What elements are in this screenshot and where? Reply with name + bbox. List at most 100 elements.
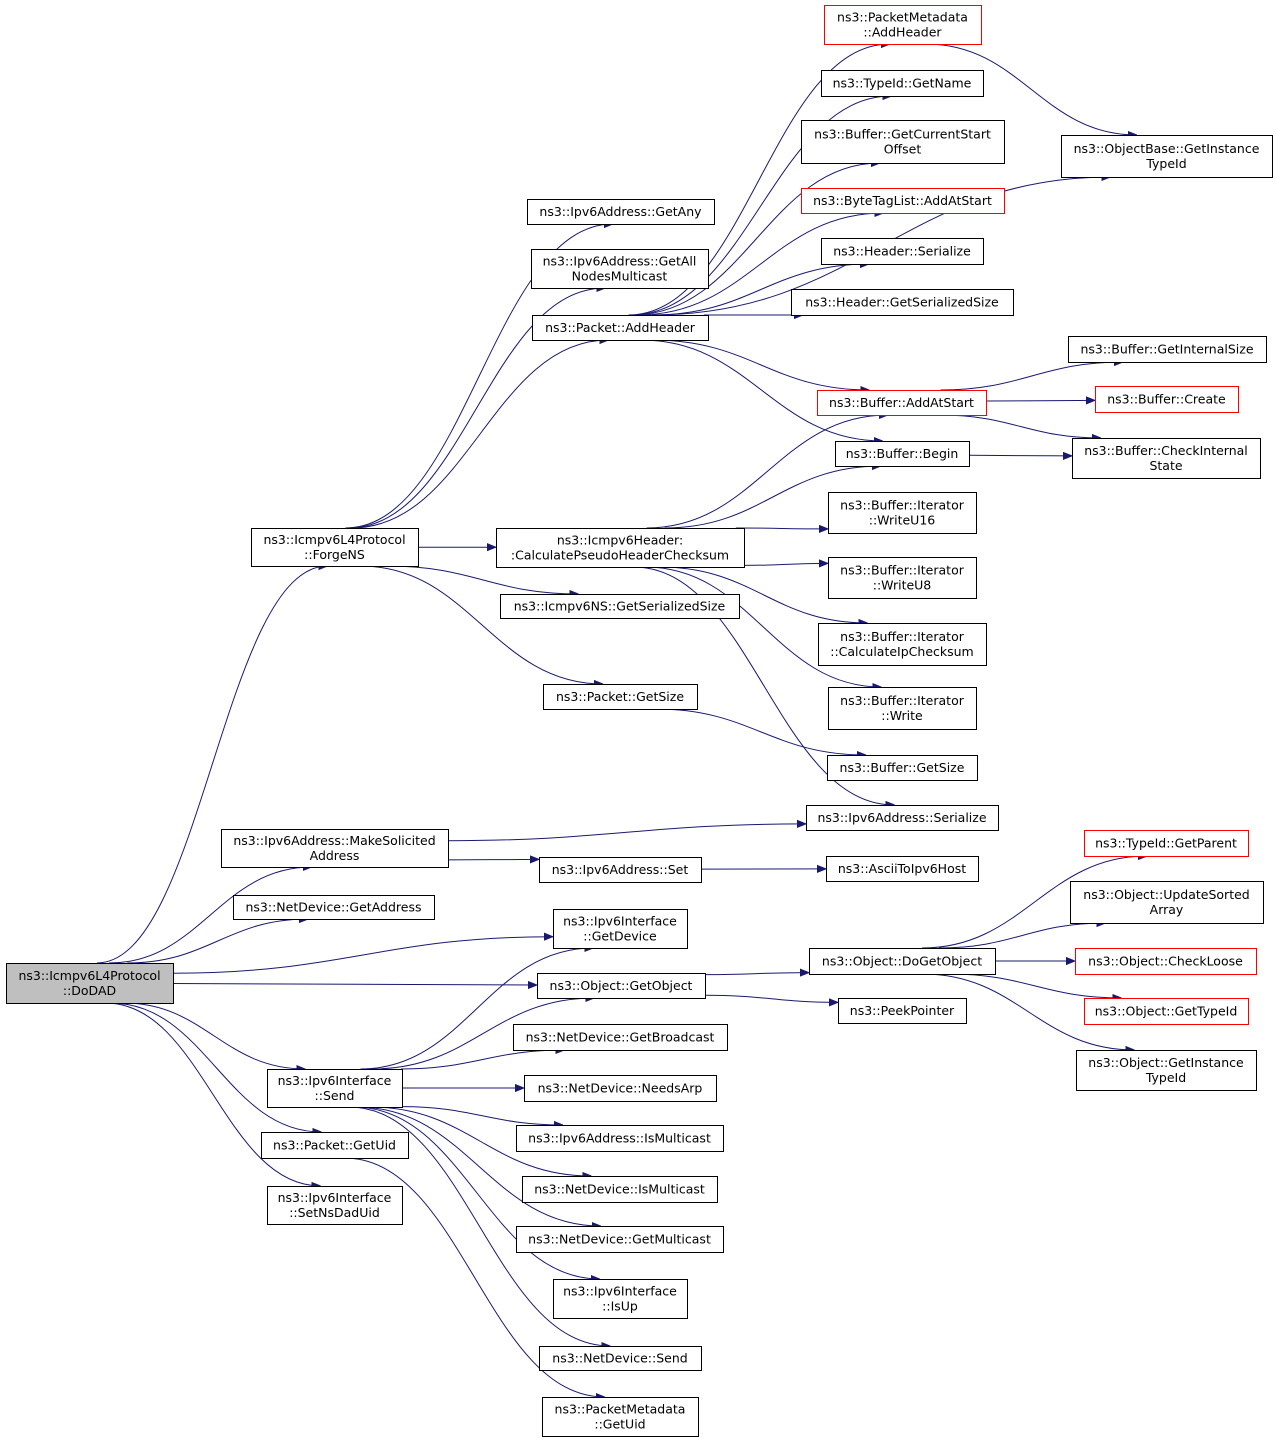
node-ipv6-getany[interactable]: ns3::Ipv6Address::GetAny — [527, 199, 715, 225]
node-label: ns3::Buffer::Iterator — [840, 693, 965, 708]
node-peekpointer[interactable]: ns3::PeekPointer — [838, 998, 967, 1024]
node-label: ns3::NetDevice::GetBroadcast — [526, 1030, 715, 1045]
node-box — [524, 1075, 717, 1102]
node-obj-checkloose[interactable]: ns3::Object::CheckLoose — [1075, 948, 1257, 975]
node-label: ns3::TypeId::GetParent — [1095, 836, 1237, 851]
node-setnsdaduid[interactable]: ns3::Ipv6Interface::SetNsDadUid — [267, 1186, 403, 1225]
node-pm-addheader[interactable]: ns3::PacketMetadata::AddHeader — [824, 5, 982, 45]
node-box — [1095, 386, 1239, 413]
node-ns-getserialized[interactable]: ns3::Icmpv6NS::GetSerializedSize — [500, 594, 740, 619]
node-box — [1070, 881, 1264, 924]
node-label: ns3::Ipv6Interface — [278, 1073, 392, 1088]
node-buf-getinternalsize[interactable]: ns3::Buffer::GetInternalSize — [1068, 336, 1267, 363]
node-typeid-getparent[interactable]: ns3::TypeId::GetParent — [1084, 830, 1249, 857]
edge-packet-addheader-to-buf-getcurrentstart — [632, 163, 880, 316]
edge-calcpseudo-to-buf-addatstart — [646, 415, 888, 529]
node-btl-addatstart[interactable]: ns3::ByteTagList::AddAtStart — [801, 188, 1005, 214]
node-box — [1076, 1050, 1257, 1091]
node-calcpseudo[interactable]: ns3::Icmpv6Header::CalculatePseudoHeader… — [496, 528, 745, 568]
node-box — [821, 238, 984, 265]
node-ipv6if-send[interactable]: ns3::Ipv6Interface::Send — [267, 1069, 403, 1108]
node-box — [500, 594, 740, 619]
node-nd-needsarp[interactable]: ns3::NetDevice::NeedsArp — [524, 1075, 717, 1102]
node-forgens[interactable]: ns3::Icmpv6L4Protocol::ForgeNS — [251, 528, 419, 567]
edge-buf-addatstart-to-buf-getinternalsize — [940, 362, 1123, 391]
edge-ipv6if-send-to-nd-send — [348, 1106, 610, 1346]
node-ipv6if-getdevice[interactable]: ns3::Ipv6Interface::GetDevice — [553, 909, 688, 949]
edge-ipv6if-send-to-nd-getbroadcast — [400, 1050, 564, 1070]
node-packet-getsize[interactable]: ns3::Packet::GetSize — [543, 684, 698, 710]
node-asciitoipv6[interactable]: ns3::AsciiToIpv6Host — [826, 856, 979, 882]
node-label: ns3::Buffer::GetCurrentStart — [814, 127, 991, 142]
node-box — [835, 441, 970, 467]
node-label: ns3::Header::GetSerializedSize — [805, 295, 999, 310]
edge-makesolicited-to-ipv6-set — [447, 859, 539, 860]
node-ipv6-set[interactable]: ns3::Ipv6Address::Set — [539, 857, 702, 883]
node-box — [553, 909, 688, 949]
node-hdr-getserialized[interactable]: ns3::Header::GetSerializedSize — [791, 289, 1014, 316]
node-label: ns3::ByteTagList::AddAtStart — [813, 193, 992, 208]
node-buf-create[interactable]: ns3::Buffer::Create — [1095, 386, 1239, 413]
node-box — [531, 249, 709, 289]
node-it-writeu8[interactable]: ns3::Buffer::Iterator::WriteU8 — [828, 557, 977, 599]
node-nd-getaddress[interactable]: ns3::NetDevice::GetAddress — [233, 895, 435, 920]
node-box — [806, 805, 999, 831]
node-box — [801, 188, 1005, 214]
node-label: ::ForgeNS — [304, 547, 365, 562]
edge-obj-getobject-to-peekpointer — [704, 994, 838, 1002]
node-buf-begin[interactable]: ns3::Buffer::Begin — [835, 441, 970, 467]
node-nd-getbroadcast[interactable]: ns3::NetDevice::GetBroadcast — [513, 1024, 728, 1051]
node-box — [828, 492, 977, 534]
node-box — [251, 528, 419, 567]
node-label: ::GetDevice — [583, 929, 657, 944]
node-typeid-getname[interactable]: ns3::TypeId::GetName — [821, 70, 984, 97]
node-pm-getuid[interactable]: ns3::PacketMetadata::GetUid — [542, 1397, 699, 1437]
node-ipv6-ismulticast[interactable]: ns3::Ipv6Address::IsMulticast — [516, 1125, 724, 1152]
node-nd-send[interactable]: ns3::NetDevice::Send — [539, 1346, 702, 1371]
node-hdr-serialize[interactable]: ns3::Header::Serialize — [821, 238, 984, 265]
node-box — [261, 1132, 409, 1159]
node-label: ns3::Buffer::Create — [1107, 392, 1226, 407]
node-it-calcip[interactable]: ns3::Buffer::Iterator::CalculateIpChecks… — [818, 623, 987, 666]
edge-buf-addatstart-to-buf-checkinternal — [939, 414, 1101, 438]
node-label: ns3::Object::GetTypeId — [1095, 1004, 1238, 1019]
node-box — [828, 557, 977, 599]
node-ipv6if-isup[interactable]: ns3::Ipv6Interface::IsUp — [553, 1279, 688, 1319]
node-dodad[interactable]: ns3::Icmpv6L4Protocol::DoDAD — [6, 963, 174, 1004]
node-obj-gettypeid[interactable]: ns3::Object::GetTypeId — [1084, 998, 1249, 1025]
node-packet-addheader[interactable]: ns3::Packet::AddHeader — [532, 315, 709, 341]
node-label: ns3::PeekPointer — [850, 1003, 955, 1018]
node-label: ns3::Ipv6Address::GetAll — [543, 254, 697, 269]
edge-dodad-to-makesolicited — [108, 867, 312, 964]
edge-forgens-to-packet-addheader — [351, 340, 609, 529]
node-box — [6, 963, 174, 1004]
edge-packet-getuid-to-pm-getuid — [344, 1157, 604, 1397]
node-buf-getsize[interactable]: ns3::Buffer::GetSize — [827, 755, 978, 781]
edge-forgens-to-packet-getsize — [360, 565, 603, 684]
node-label: ns3::Ipv6Address::Serialize — [817, 810, 986, 825]
node-nd-ismulticast[interactable]: ns3::NetDevice::IsMulticast — [522, 1176, 718, 1203]
node-ipv6-serialize[interactable]: ns3::Ipv6Address::Serialize — [806, 805, 999, 831]
edge-ipv6if-send-to-obj-getobject — [371, 998, 594, 1070]
edge-calcpseudo-to-it-writeu16 — [735, 528, 828, 529]
node-obj-dogetobject[interactable]: ns3::Object::DoGetObject — [809, 948, 996, 975]
edge-buf-addatstart-to-buf-create — [985, 400, 1095, 401]
node-it-writeu16[interactable]: ns3::Buffer::Iterator::WriteU16 — [828, 492, 977, 534]
node-nd-getmulticast[interactable]: ns3::NetDevice::GetMulticast — [516, 1226, 724, 1253]
node-label: ns3::NetDevice::GetMulticast — [528, 1232, 711, 1247]
node-packet-getuid[interactable]: ns3::Packet::GetUid — [261, 1132, 409, 1159]
node-it-write[interactable]: ns3::Buffer::Iterator::Write — [828, 687, 977, 730]
edge-ipv6if-send-to-ipv6-ismulticast — [401, 1106, 563, 1125]
node-buf-addatstart[interactable]: ns3::Buffer::AddAtStart — [817, 390, 987, 416]
node-obj-getobject[interactable]: ns3::Object::GetObject — [537, 973, 706, 999]
node-box — [1068, 336, 1267, 363]
node-box — [809, 948, 996, 975]
edge-obj-dogetobject-to-obj-getinst — [922, 973, 1135, 1050]
